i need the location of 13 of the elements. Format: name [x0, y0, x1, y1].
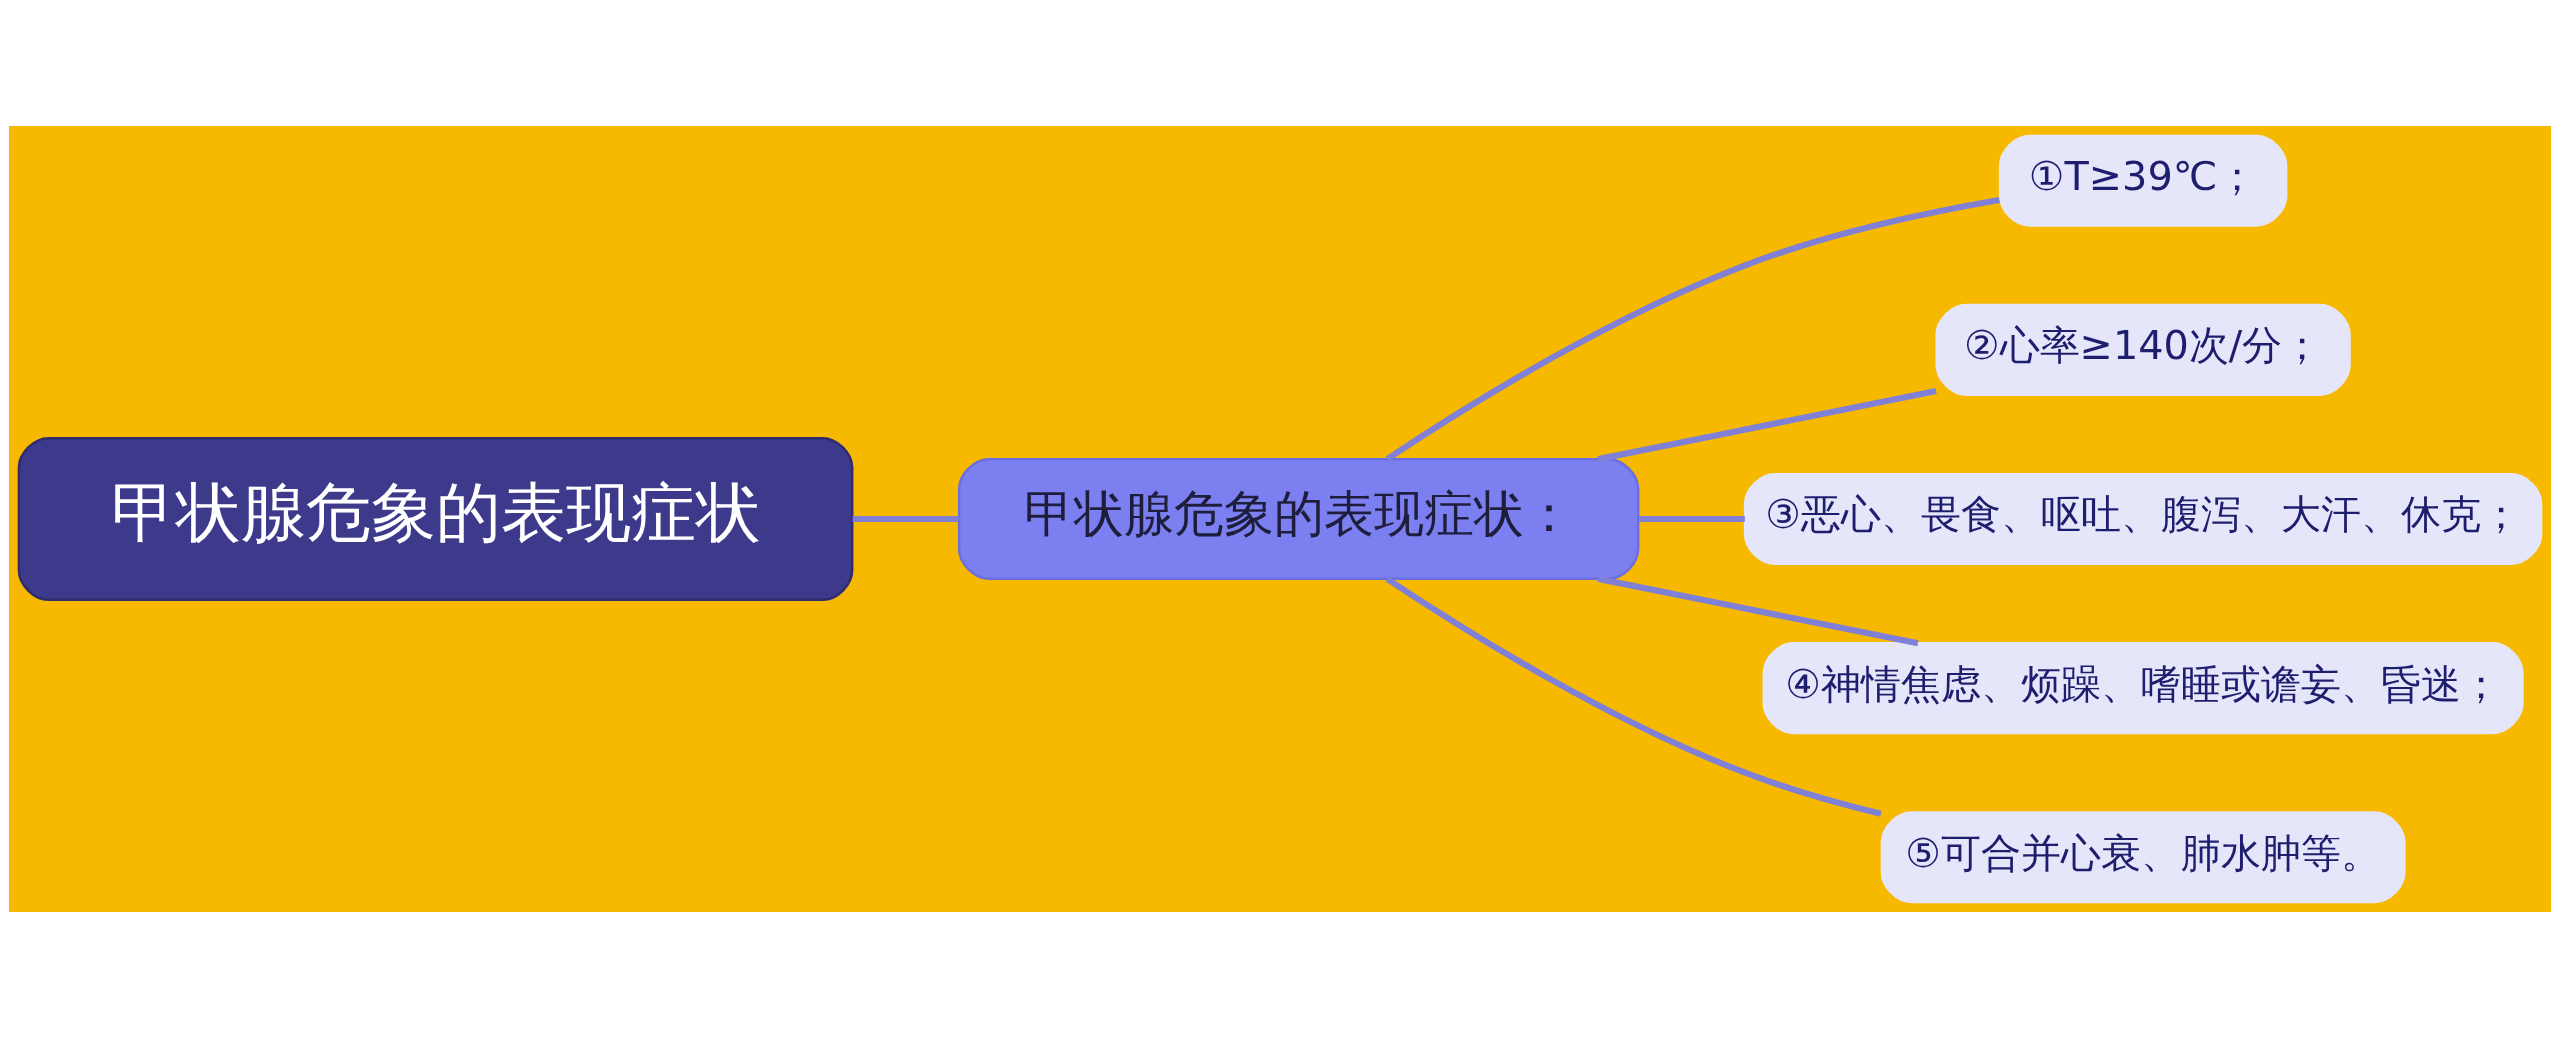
node-box: ③恶心、畏食、呕吐、腹泻、大汗、休克； [1743, 472, 2543, 565]
connector [852, 515, 959, 522]
connector [1385, 575, 1882, 817]
node-box: ①T≥39℃； [1998, 134, 2288, 227]
node-box: ②心率≥140次/分； [1935, 303, 2351, 396]
connector [1638, 515, 1745, 522]
connector [1597, 387, 1937, 462]
node-box: ⑤可合并心衰、肺水肿等。 [1880, 810, 2406, 903]
connector [1597, 575, 1919, 646]
node-box: 甲状腺危象的表现症状 [17, 436, 854, 601]
node-box: 甲状腺危象的表现症状： [957, 457, 1640, 580]
node-box: ④神情焦虑、烦躁、嗜睡或谵妄、昏迷； [1762, 641, 2524, 734]
connector [1385, 196, 2000, 462]
